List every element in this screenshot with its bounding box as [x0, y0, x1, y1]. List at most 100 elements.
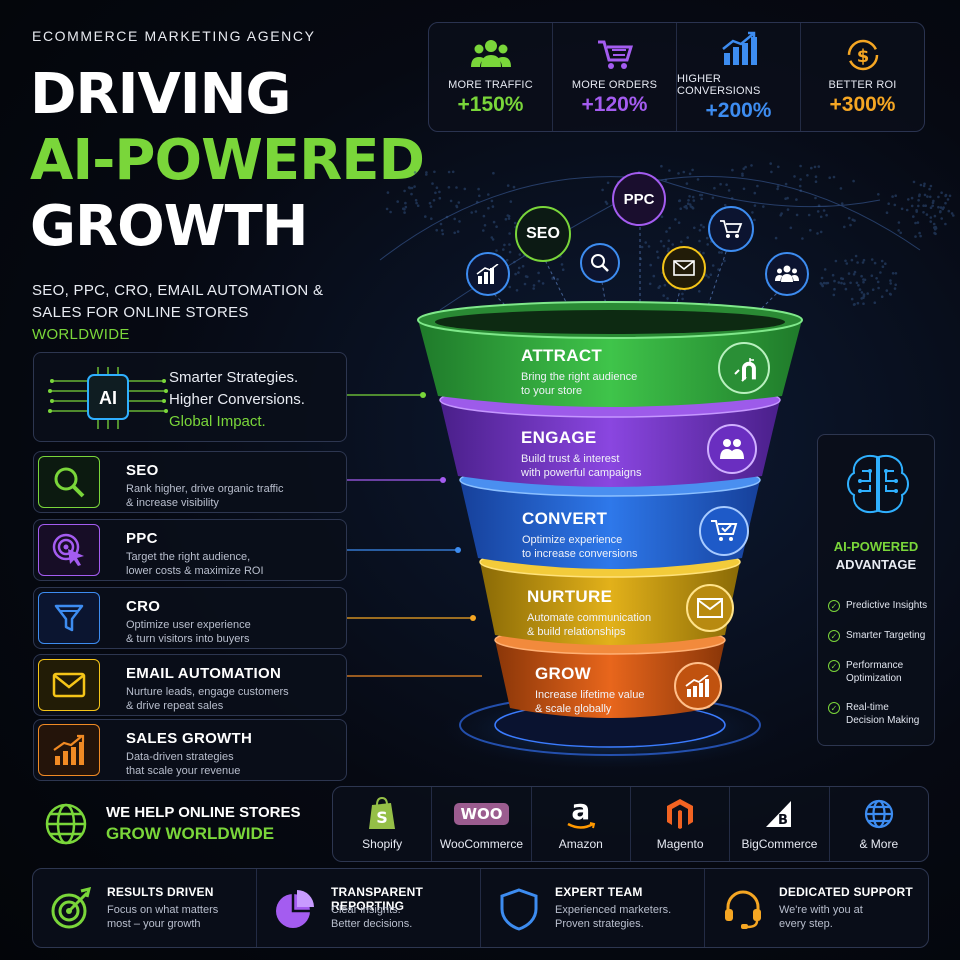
map-dot: [723, 203, 727, 207]
stage-desc: Automate communication& build relationsh…: [527, 611, 707, 639]
globe-icon: [863, 797, 895, 831]
ai-line-2: Higher Conversions.: [169, 391, 305, 408]
stat-value: +200%: [705, 99, 772, 122]
map-dot: [403, 189, 406, 193]
map-dot: [441, 232, 445, 236]
feature-desc-line: Better decisions.: [331, 918, 413, 930]
map-dot: [435, 228, 438, 232]
map-dot: [682, 170, 686, 174]
map-dot: [806, 174, 809, 177]
map-dot: [644, 241, 647, 244]
stat-traffic: MORE TRAFFIC +150%: [429, 23, 553, 131]
service-desc: Nurture leads, engage customers& drive r…: [126, 685, 336, 713]
map-dot: [447, 170, 451, 174]
map-dot: [832, 293, 836, 297]
map-dot: [944, 194, 947, 198]
title-line-2: AI-POWERED: [30, 128, 425, 193]
map-dot: [784, 197, 787, 200]
map-dot: [742, 167, 746, 170]
map-dot: [819, 282, 823, 285]
map-dot: [914, 235, 917, 238]
map-dot: [438, 196, 442, 200]
map-dot: [940, 191, 943, 194]
map-dot: [893, 287, 897, 290]
map-dot: [891, 272, 895, 275]
cart-icon: [597, 40, 633, 69]
map-dot: [453, 231, 456, 235]
feature-desc-line: most – your growth: [107, 918, 201, 930]
target-icon: [51, 887, 92, 929]
growth-glyph: [685, 675, 709, 697]
map-dot: [801, 237, 804, 240]
map-dot: [415, 201, 418, 205]
map-dot: [508, 250, 512, 254]
seo-bubble: SEO: [515, 206, 571, 262]
map-dot: [506, 184, 510, 187]
map-dot: [521, 264, 525, 268]
map-dot: [688, 203, 692, 206]
map-dot: [667, 239, 671, 242]
map-dot: [929, 216, 933, 219]
map-dot: [873, 301, 877, 304]
map-dot: [881, 265, 885, 268]
amazon-logo: a: [566, 796, 596, 831]
map-dot: [731, 168, 734, 172]
map-dot: [702, 251, 705, 255]
platform-bigcommerce: B BigCommerce: [730, 787, 830, 861]
map-dot: [933, 214, 937, 218]
map-dot: [929, 184, 933, 188]
service-desc-line: & turn visitors into buyers: [126, 633, 250, 645]
people-icon: [707, 424, 757, 474]
map-dot: [440, 229, 444, 232]
map-dot: [795, 213, 799, 217]
map-dot: [601, 188, 604, 192]
stage-title: NURTURE: [527, 587, 613, 606]
map-dot: [857, 284, 860, 287]
map-dot: [438, 190, 441, 194]
map-dot: [560, 263, 564, 266]
map-dot: [679, 207, 682, 210]
stage-desc-line: Increase lifetime value: [535, 689, 645, 701]
feature-desc: Experienced marketers.Proven strategies.: [555, 903, 695, 931]
map-dot: [425, 171, 428, 174]
feature-desc-line: every step.: [779, 918, 833, 930]
map-dot: [389, 210, 392, 214]
platform-woocommerce: WOO WooCommerce: [432, 787, 532, 861]
feature-desc-line: Experienced marketers.: [555, 904, 672, 916]
map-dot: [509, 200, 513, 203]
platform-name: Amazon: [558, 837, 603, 851]
stage-desc-line: Build trust & interest: [521, 453, 620, 465]
advantage-item-line: Decision Making: [846, 715, 920, 726]
service-icon-box: [38, 659, 100, 711]
map-dot: [854, 254, 858, 258]
map-dot: [741, 172, 744, 176]
map-dot: [508, 232, 511, 235]
map-dot: [819, 230, 823, 234]
stat-roi: $ BETTER ROI +300%: [801, 23, 924, 131]
map-dot: [884, 262, 887, 265]
users-icon: [775, 265, 799, 282]
map-dot: [910, 196, 914, 200]
ppc-bubble: PPC: [612, 172, 666, 226]
advantage-item: ✓Smarter Targeting: [828, 629, 925, 642]
growth-chart-icon: [53, 734, 85, 765]
map-dot: [870, 258, 874, 261]
map-dot: [923, 182, 926, 186]
map-dot: [915, 209, 918, 212]
map-dot: [688, 195, 691, 198]
map-dot: [862, 280, 865, 284]
map-dot: [850, 258, 854, 262]
envelope-glyph: [697, 598, 723, 618]
service-desc-line: Rank higher, drive organic traffic: [126, 483, 284, 495]
ai-chip-text: AI: [99, 388, 117, 408]
svg-text:S: S: [376, 808, 388, 827]
map-dot: [508, 285, 512, 289]
map-dot: [660, 215, 664, 218]
grow-line-2: GROW WORLDWIDE: [106, 824, 275, 843]
advantage-title: AI-POWERED: [833, 539, 919, 554]
map-dot: [690, 205, 694, 209]
